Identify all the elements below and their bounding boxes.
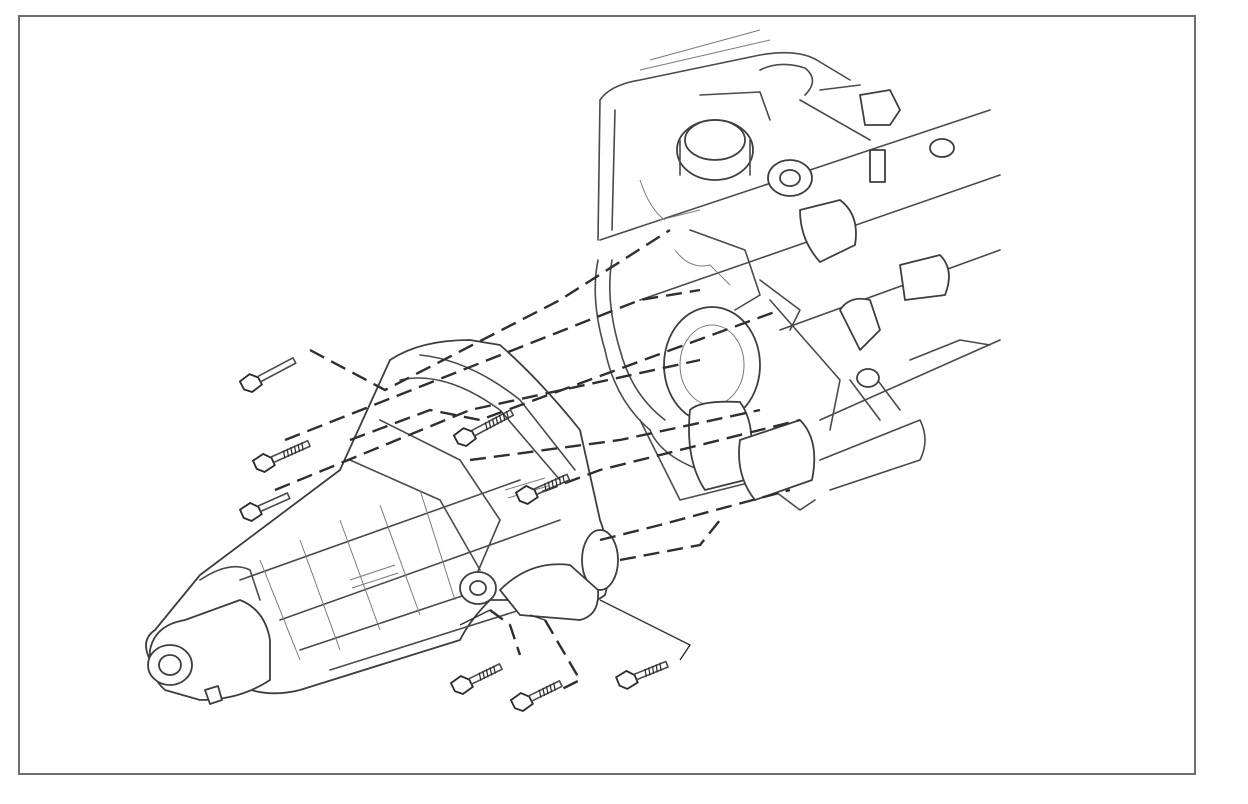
bolt-icon	[514, 473, 571, 505]
bolt-icon	[238, 492, 291, 522]
bolt-icon	[238, 357, 297, 393]
transmission-case	[145, 339, 619, 705]
bolt-icon	[251, 439, 311, 473]
alignment-lines	[274, 228, 801, 692]
bolt-icon	[449, 663, 503, 695]
bolt-icon	[509, 680, 563, 712]
bolt-icon	[452, 409, 515, 447]
engine-block	[594, 29, 1001, 511]
bolt-icon	[614, 660, 669, 690]
